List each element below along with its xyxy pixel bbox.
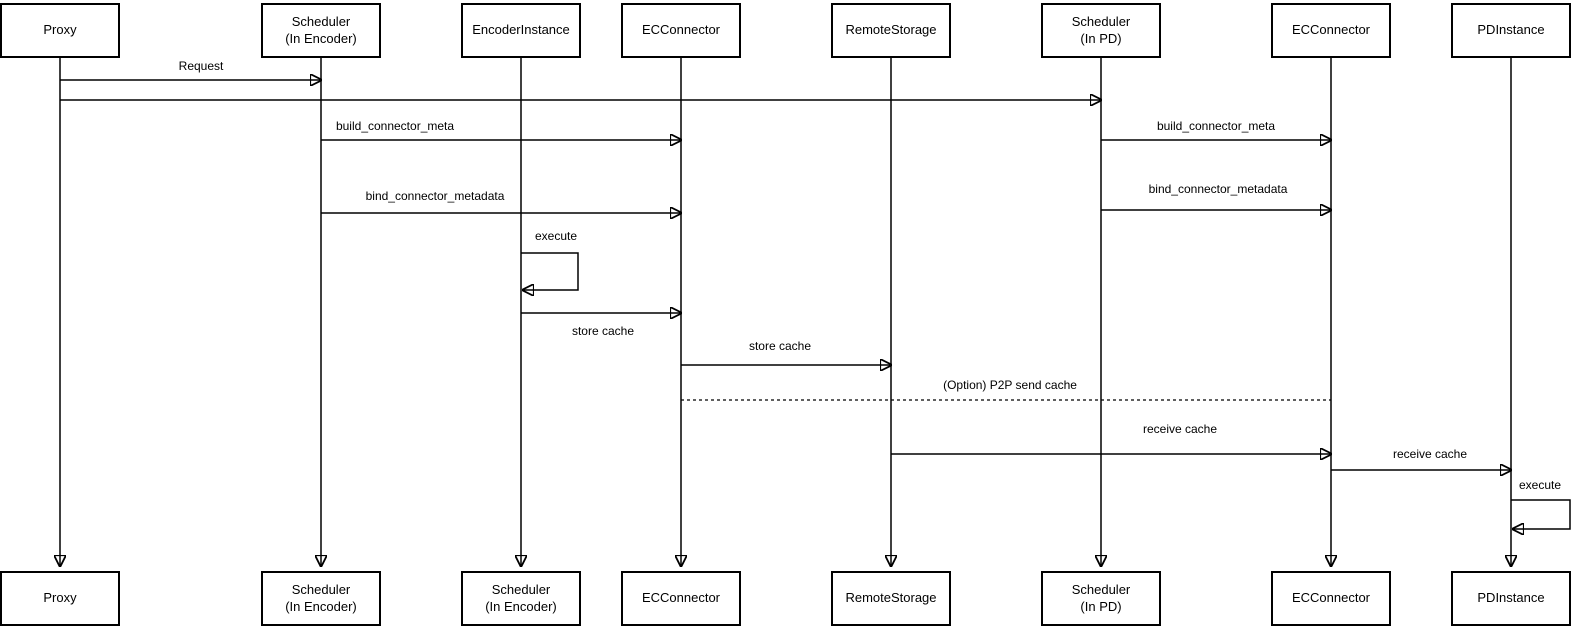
participant-label: Proxy [43,590,77,606]
participant-label: Scheduler [291,581,351,597]
participant-bottom-ecconnector-pd: ECConnector [1271,571,1391,626]
participant-top-scheduler-pd: Scheduler(In PD) [1041,3,1161,58]
participant-sublabel: (In PD) [1080,30,1122,46]
message-label-receive-cache-1: receive cache [1142,422,1218,436]
participant-label: ECConnector [1291,590,1371,606]
message-arrow-execute-self-encoder [521,252,579,290]
participant-label: Scheduler [291,13,351,29]
participant-label: RemoteStorage [845,590,937,606]
participant-top-ecconnector-pd: ECConnector [1271,3,1391,58]
participant-top-scheduler-encoder: Scheduler(In Encoder) [261,3,381,58]
participant-label: Proxy [43,22,77,38]
participant-sublabel: (In PD) [1080,598,1122,614]
participant-top-encoderinstance: EncoderInstance [461,3,581,58]
message-label-bind-connector-metadata-pd: bind_connector_metadata [1148,182,1288,196]
participant-label: PDInstance [1477,22,1545,38]
message-label-build-connector-meta-pd: build_connector_meta [1156,119,1276,133]
participant-sublabel: (In Encoder) [285,30,357,46]
participant-sublabel: (In Encoder) [285,598,357,614]
participant-bottom-scheduler-encoder: Scheduler(In Encoder) [261,571,381,626]
participant-bottom-scheduler-pd: Scheduler(In PD) [1041,571,1161,626]
message-label-receive-cache-2: receive cache [1392,447,1468,461]
participant-label: Scheduler [1071,581,1131,597]
participant-bottom-proxy: Proxy [0,571,120,626]
participant-label: RemoteStorage [845,22,937,38]
message-label-execute-pd: execute [1518,478,1562,492]
participant-bottom-ecconnector: ECConnector [621,571,741,626]
participant-top-ecconnector: ECConnector [621,3,741,58]
participant-label: ECConnector [641,590,721,606]
participant-label: Scheduler [491,581,551,597]
participant-label: ECConnector [641,22,721,38]
participant-label: EncoderInstance [472,22,570,38]
message-label-request: Request [178,59,224,73]
participant-label: ECConnector [1291,22,1371,38]
participant-label: PDInstance [1477,590,1545,606]
participant-top-pdinstance: PDInstance [1451,3,1571,58]
message-label-bind-connector-metadata-encoder: bind_connector_metadata [365,189,505,203]
participant-bottom-pdinstance: PDInstance [1451,571,1571,626]
message-arrow-execute-self-pd [1511,499,1571,529]
message-label-store-cache-1: store cache [571,324,635,338]
message-label-execute-encoder: execute [534,229,578,243]
participant-top-proxy: Proxy [0,3,120,58]
participant-sublabel: (In Encoder) [485,598,557,614]
participant-bottom-scheduler-encoder-2: Scheduler(In Encoder) [461,571,581,626]
message-label-store-cache-2: store cache [748,339,812,353]
message-label-build-connector-meta-encoder: build_connector_meta [335,119,455,133]
participant-top-remotestorage: RemoteStorage [831,3,951,58]
participant-label: Scheduler [1071,13,1131,29]
message-label-p2p-send-cache: (Option) P2P send cache [943,378,1077,392]
participant-bottom-remotestorage: RemoteStorage [831,571,951,626]
